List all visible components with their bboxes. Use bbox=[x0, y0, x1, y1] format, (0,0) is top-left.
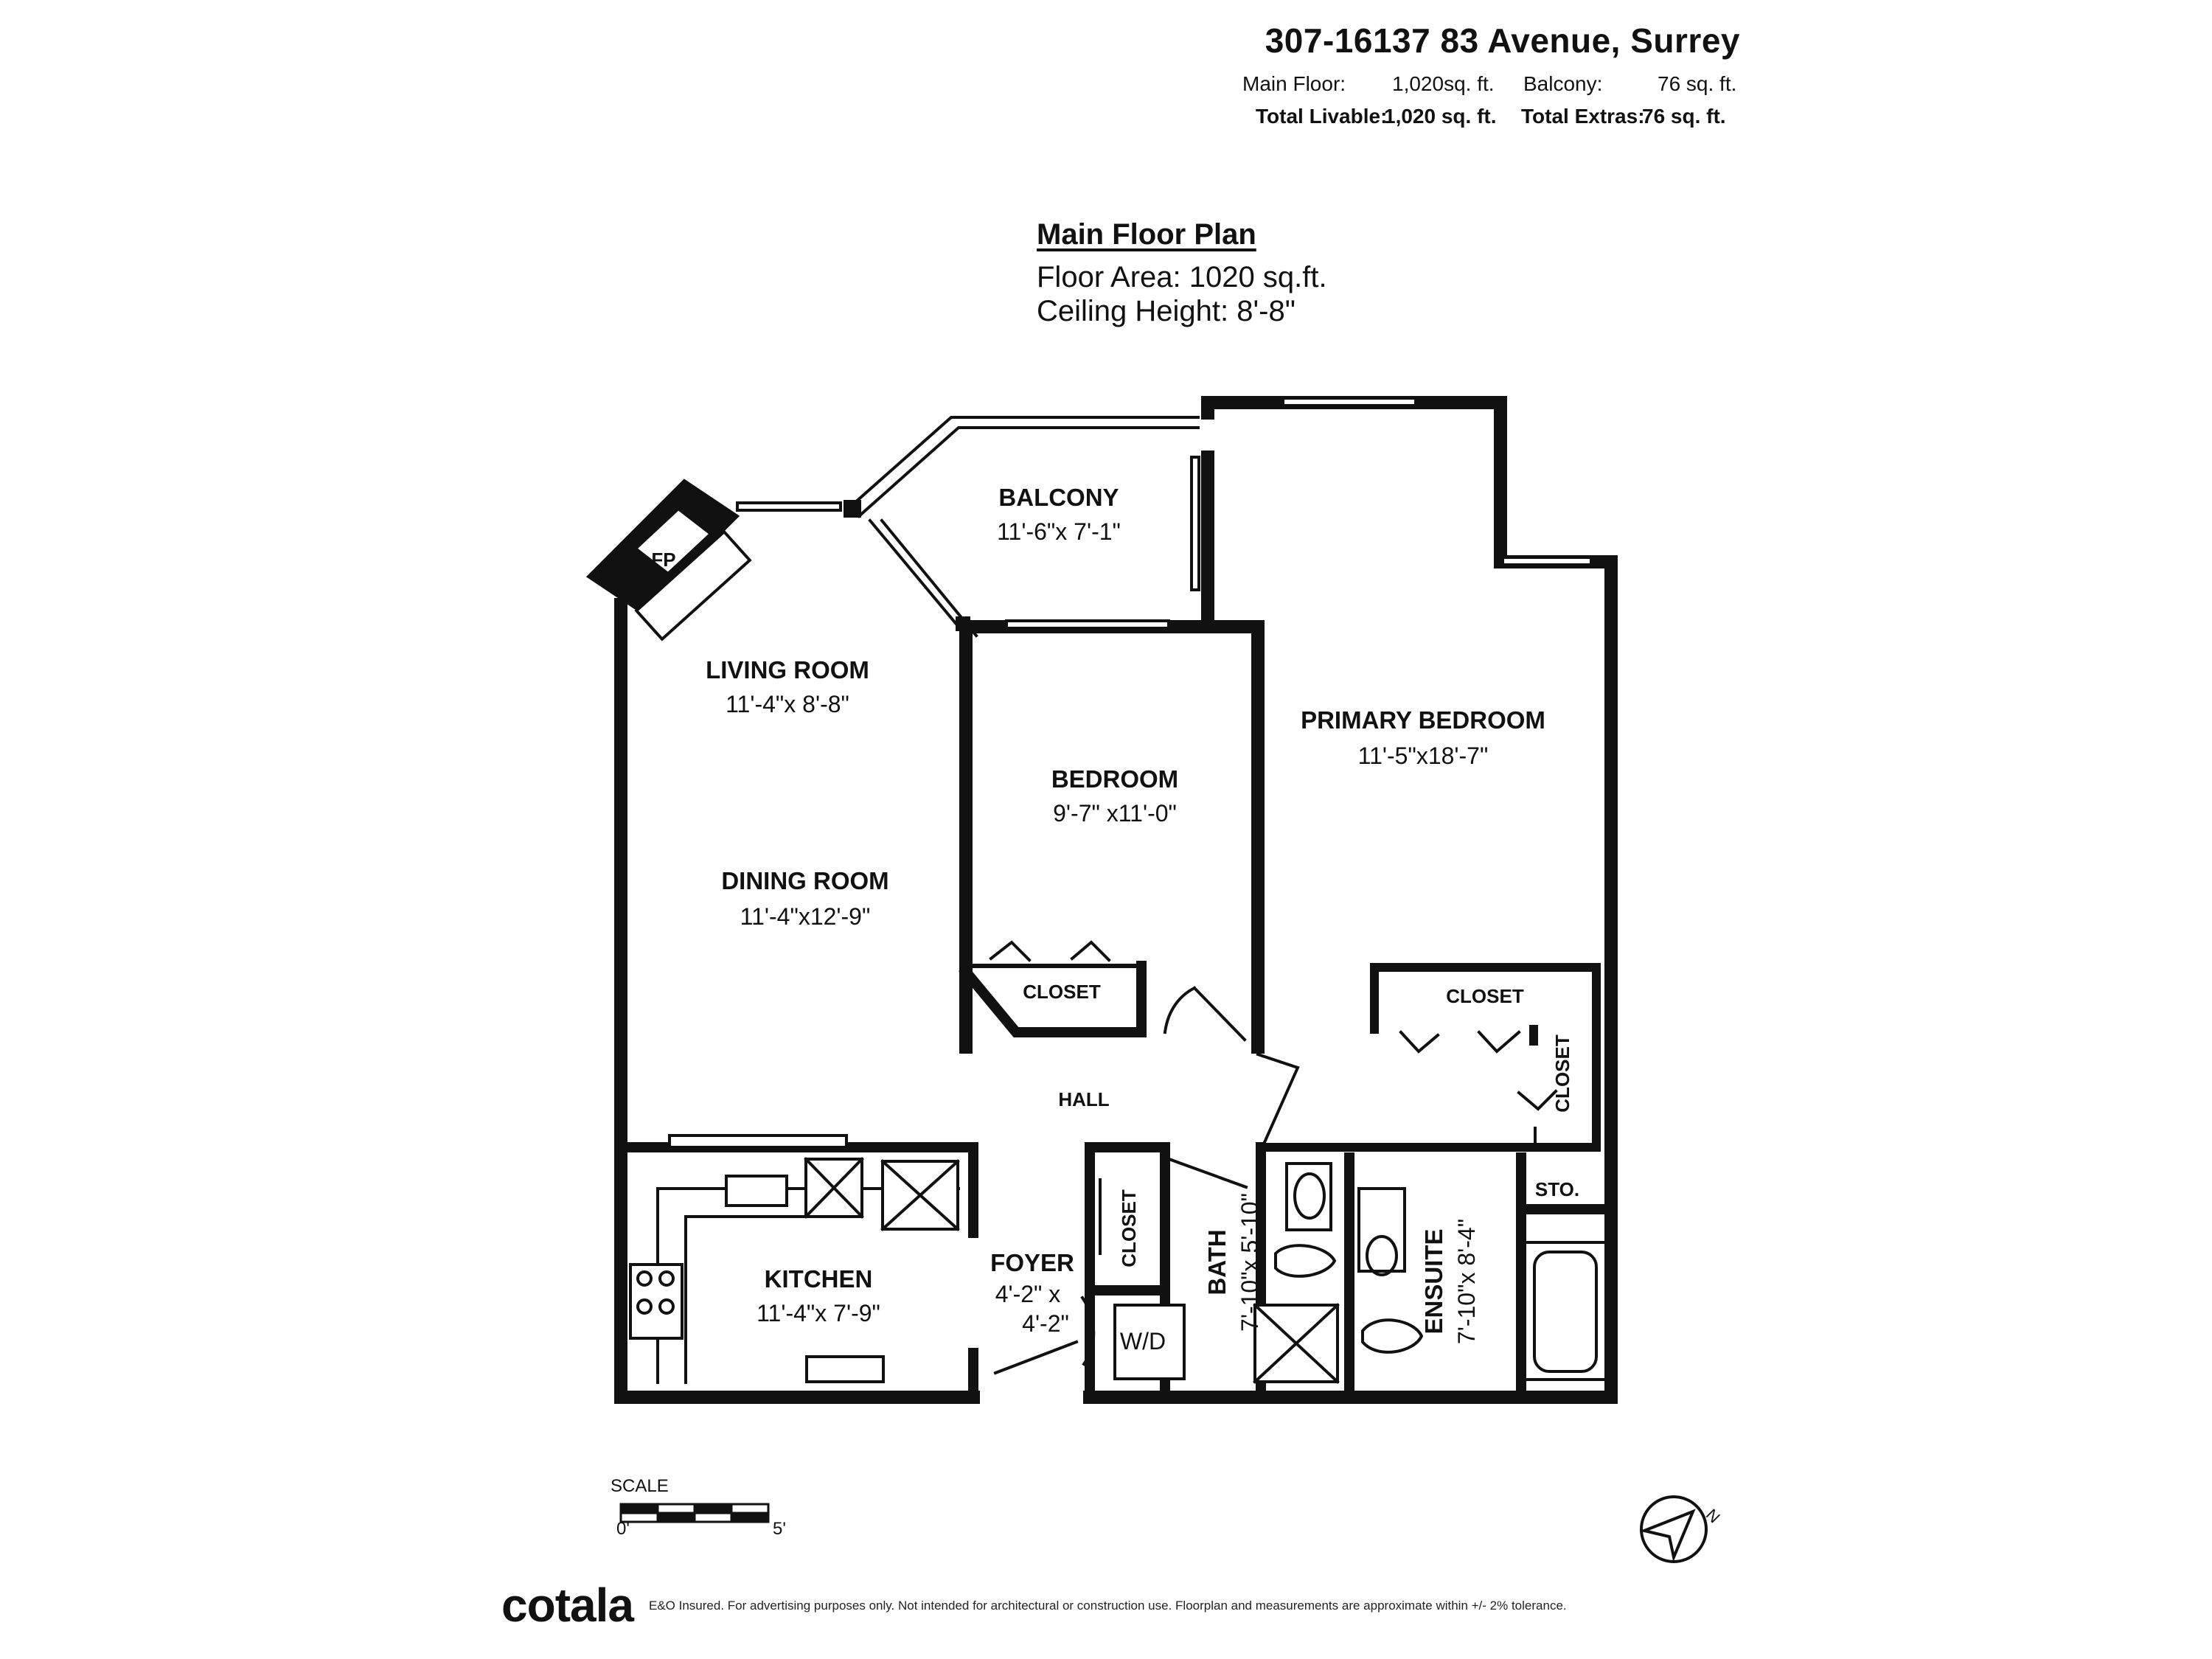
property-address: 307-16137 83 Avenue, Surrey bbox=[1265, 21, 1740, 60]
ceiling-height: Ceiling Height: 8'-8" bbox=[1037, 295, 1295, 327]
ensuite-name: ENSUITE bbox=[1420, 1228, 1447, 1334]
kitchen-dim: 11'-4"x 7'-9" bbox=[757, 1300, 880, 1326]
main-floor-label: Main Floor: bbox=[1242, 72, 1346, 95]
storage-label: STO. bbox=[1535, 1178, 1579, 1200]
bedroom-dim: 9'-7" x11'-0" bbox=[1053, 800, 1177, 827]
compass-icon: N bbox=[1639, 1495, 1724, 1563]
bedroom-closet-label: CLOSET bbox=[1023, 981, 1101, 1003]
windows bbox=[736, 397, 1593, 630]
kitchen-fixtures bbox=[629, 1134, 960, 1384]
bath-dim: 7'-10"x 5'-10" bbox=[1237, 1193, 1263, 1332]
foyer-dim-a: 4'-2" x bbox=[995, 1281, 1061, 1307]
scale-label: SCALE bbox=[611, 1476, 669, 1496]
primary-closet-walls bbox=[1256, 963, 1601, 1152]
washer-dryer-label: W/D bbox=[1120, 1328, 1166, 1354]
living-room-dim: 11'-4"x 8'-8" bbox=[726, 691, 849, 717]
scale-bar bbox=[619, 1503, 770, 1523]
total-extras-value: 76 sq. ft. bbox=[1642, 105, 1726, 128]
foyer-dim-b: 4'-2" bbox=[1022, 1310, 1069, 1337]
primary-side-closet-label: CLOSET bbox=[1551, 1034, 1573, 1113]
hall-label: HALL bbox=[1058, 1088, 1109, 1110]
living-room-name: LIVING ROOM bbox=[706, 656, 869, 684]
balcony-area-label: Balcony: bbox=[1523, 72, 1603, 95]
floor-area: Floor Area: 1020 sq.ft. bbox=[1037, 261, 1327, 293]
bath-name: BATH bbox=[1203, 1229, 1231, 1295]
bedroom-closet-walls bbox=[959, 961, 1147, 1037]
primary-bedroom-name: PRIMARY BEDROOM bbox=[1301, 706, 1545, 734]
disclaimer: E&O Insured. For advertising purposes on… bbox=[649, 1599, 1567, 1613]
dining-room-name: DINING ROOM bbox=[721, 867, 888, 894]
total-livable-value: 1,020 sq. ft. bbox=[1384, 105, 1497, 128]
room-labels: BALCONY 11'-6"x 7'-1" LIVING ROOM 11'-4"… bbox=[651, 484, 1579, 1354]
primary-closet-doors bbox=[1399, 1030, 1558, 1149]
balcony-railing bbox=[844, 416, 1200, 638]
closet-door-swings bbox=[989, 940, 1300, 1150]
balcony-dim: 11'-6"x 7'-1" bbox=[997, 518, 1121, 545]
foyer-closet-label: CLOSET bbox=[1118, 1189, 1140, 1267]
primary-closet-label: CLOSET bbox=[1446, 985, 1524, 1007]
plan-title: Main Floor Plan bbox=[1037, 218, 1256, 251]
balcony-name: BALCONY bbox=[998, 484, 1119, 511]
total-extras-label: Total Extras: bbox=[1521, 105, 1645, 128]
dining-room-dim: 11'-4"x12'-9" bbox=[740, 903, 871, 930]
scale-end: 5' bbox=[773, 1519, 786, 1539]
foyer-name: FOYER bbox=[990, 1249, 1074, 1276]
ensuite-dim: 7'-10"x 8'-4" bbox=[1453, 1219, 1480, 1344]
fireplace-block bbox=[585, 479, 752, 641]
main-floor-value: 1,020sq. ft. bbox=[1392, 72, 1495, 95]
balcony-area-value: 76 sq. ft. bbox=[1658, 72, 1737, 95]
bedroom-name: BEDROOM bbox=[1051, 765, 1178, 793]
fireplace-label: FP bbox=[651, 549, 675, 571]
kitchen-name: KITCHEN bbox=[765, 1265, 873, 1293]
total-livable-label: Total Livable: bbox=[1256, 105, 1388, 128]
bath-fixtures bbox=[993, 1155, 1607, 1384]
cotala-logo: cotala bbox=[501, 1579, 634, 1632]
scale-start: 0' bbox=[616, 1519, 630, 1539]
primary-bedroom-dim: 11'-5"x18'-7" bbox=[1358, 742, 1489, 769]
